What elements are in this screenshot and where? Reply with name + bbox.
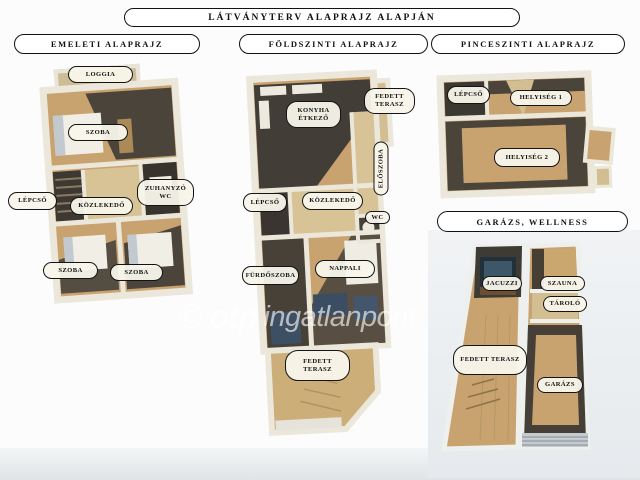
room-label-garazs: GARÁZS bbox=[537, 377, 583, 393]
room-label-wc: WC bbox=[365, 211, 390, 224]
room-label-szoba-bl: SZOBA bbox=[43, 262, 98, 279]
room-label-szoba-br: SZOBA bbox=[110, 264, 163, 281]
floorplan-pinceszinti bbox=[436, 70, 616, 199]
room-label-konyha-etkezo: KONYHA ÉTKEZŐ bbox=[286, 101, 341, 128]
room-label-szauna: SZAUNA bbox=[540, 276, 585, 291]
section-header-pinceszinti: PINCESZINTI ALAPRAJZ bbox=[431, 34, 625, 54]
room-label-furdoszoba: FÜRDŐSZOBA bbox=[242, 266, 299, 285]
room-label-fedett-terasz-garazs: FEDETT TERASZ bbox=[453, 345, 527, 375]
room-label-zuhanyzo-wc: ZUHANYZÓ WC bbox=[137, 179, 194, 206]
room-label-fedett-terasz-bottom: FEDETT TERASZ bbox=[285, 350, 350, 381]
room-label-szoba-top: SZOBA bbox=[68, 124, 128, 141]
section-header-garazs: GARÁZS, WELLNESS bbox=[437, 211, 628, 232]
room-label-jacuzzi: JACUZZI bbox=[482, 276, 522, 291]
section-header-emeleti: EMELETI ALAPRAJZ bbox=[14, 34, 200, 54]
room-label-lepcso-foldszint: LÉPCSŐ bbox=[243, 193, 287, 212]
room-label-fedett-terasz-top: FEDETT TERASZ bbox=[364, 88, 415, 114]
room-label-helyiseg-2: HELYISÉG 2 bbox=[494, 148, 560, 167]
room-label-nappali: NAPPALI bbox=[315, 260, 375, 278]
room-label-kozlekedo-foldszint: KÖZLEKEDŐ bbox=[302, 192, 363, 210]
room-label-eloszoba: ELŐSZOBA bbox=[373, 141, 389, 196]
room-label-kozlekedo-emelet: KÖZLEKEDŐ bbox=[70, 197, 133, 215]
room-label-helyiseg-1: HELYISÉG 1 bbox=[510, 90, 572, 106]
room-label-lepcso-pince: LÉPCSŐ bbox=[447, 86, 490, 104]
page-title: LÁTVÁNYTERV ALAPRAJZ ALAPJÁN bbox=[124, 8, 520, 27]
room-label-loggia: LOGGIA bbox=[68, 66, 133, 83]
room-label-lepcso-emelet: LÉPCSŐ bbox=[8, 192, 57, 210]
section-header-foldszinti: FÖLDSZINTI ALAPRAJZ bbox=[239, 34, 428, 54]
room-label-tarolo: TÁROLÓ bbox=[543, 296, 587, 312]
